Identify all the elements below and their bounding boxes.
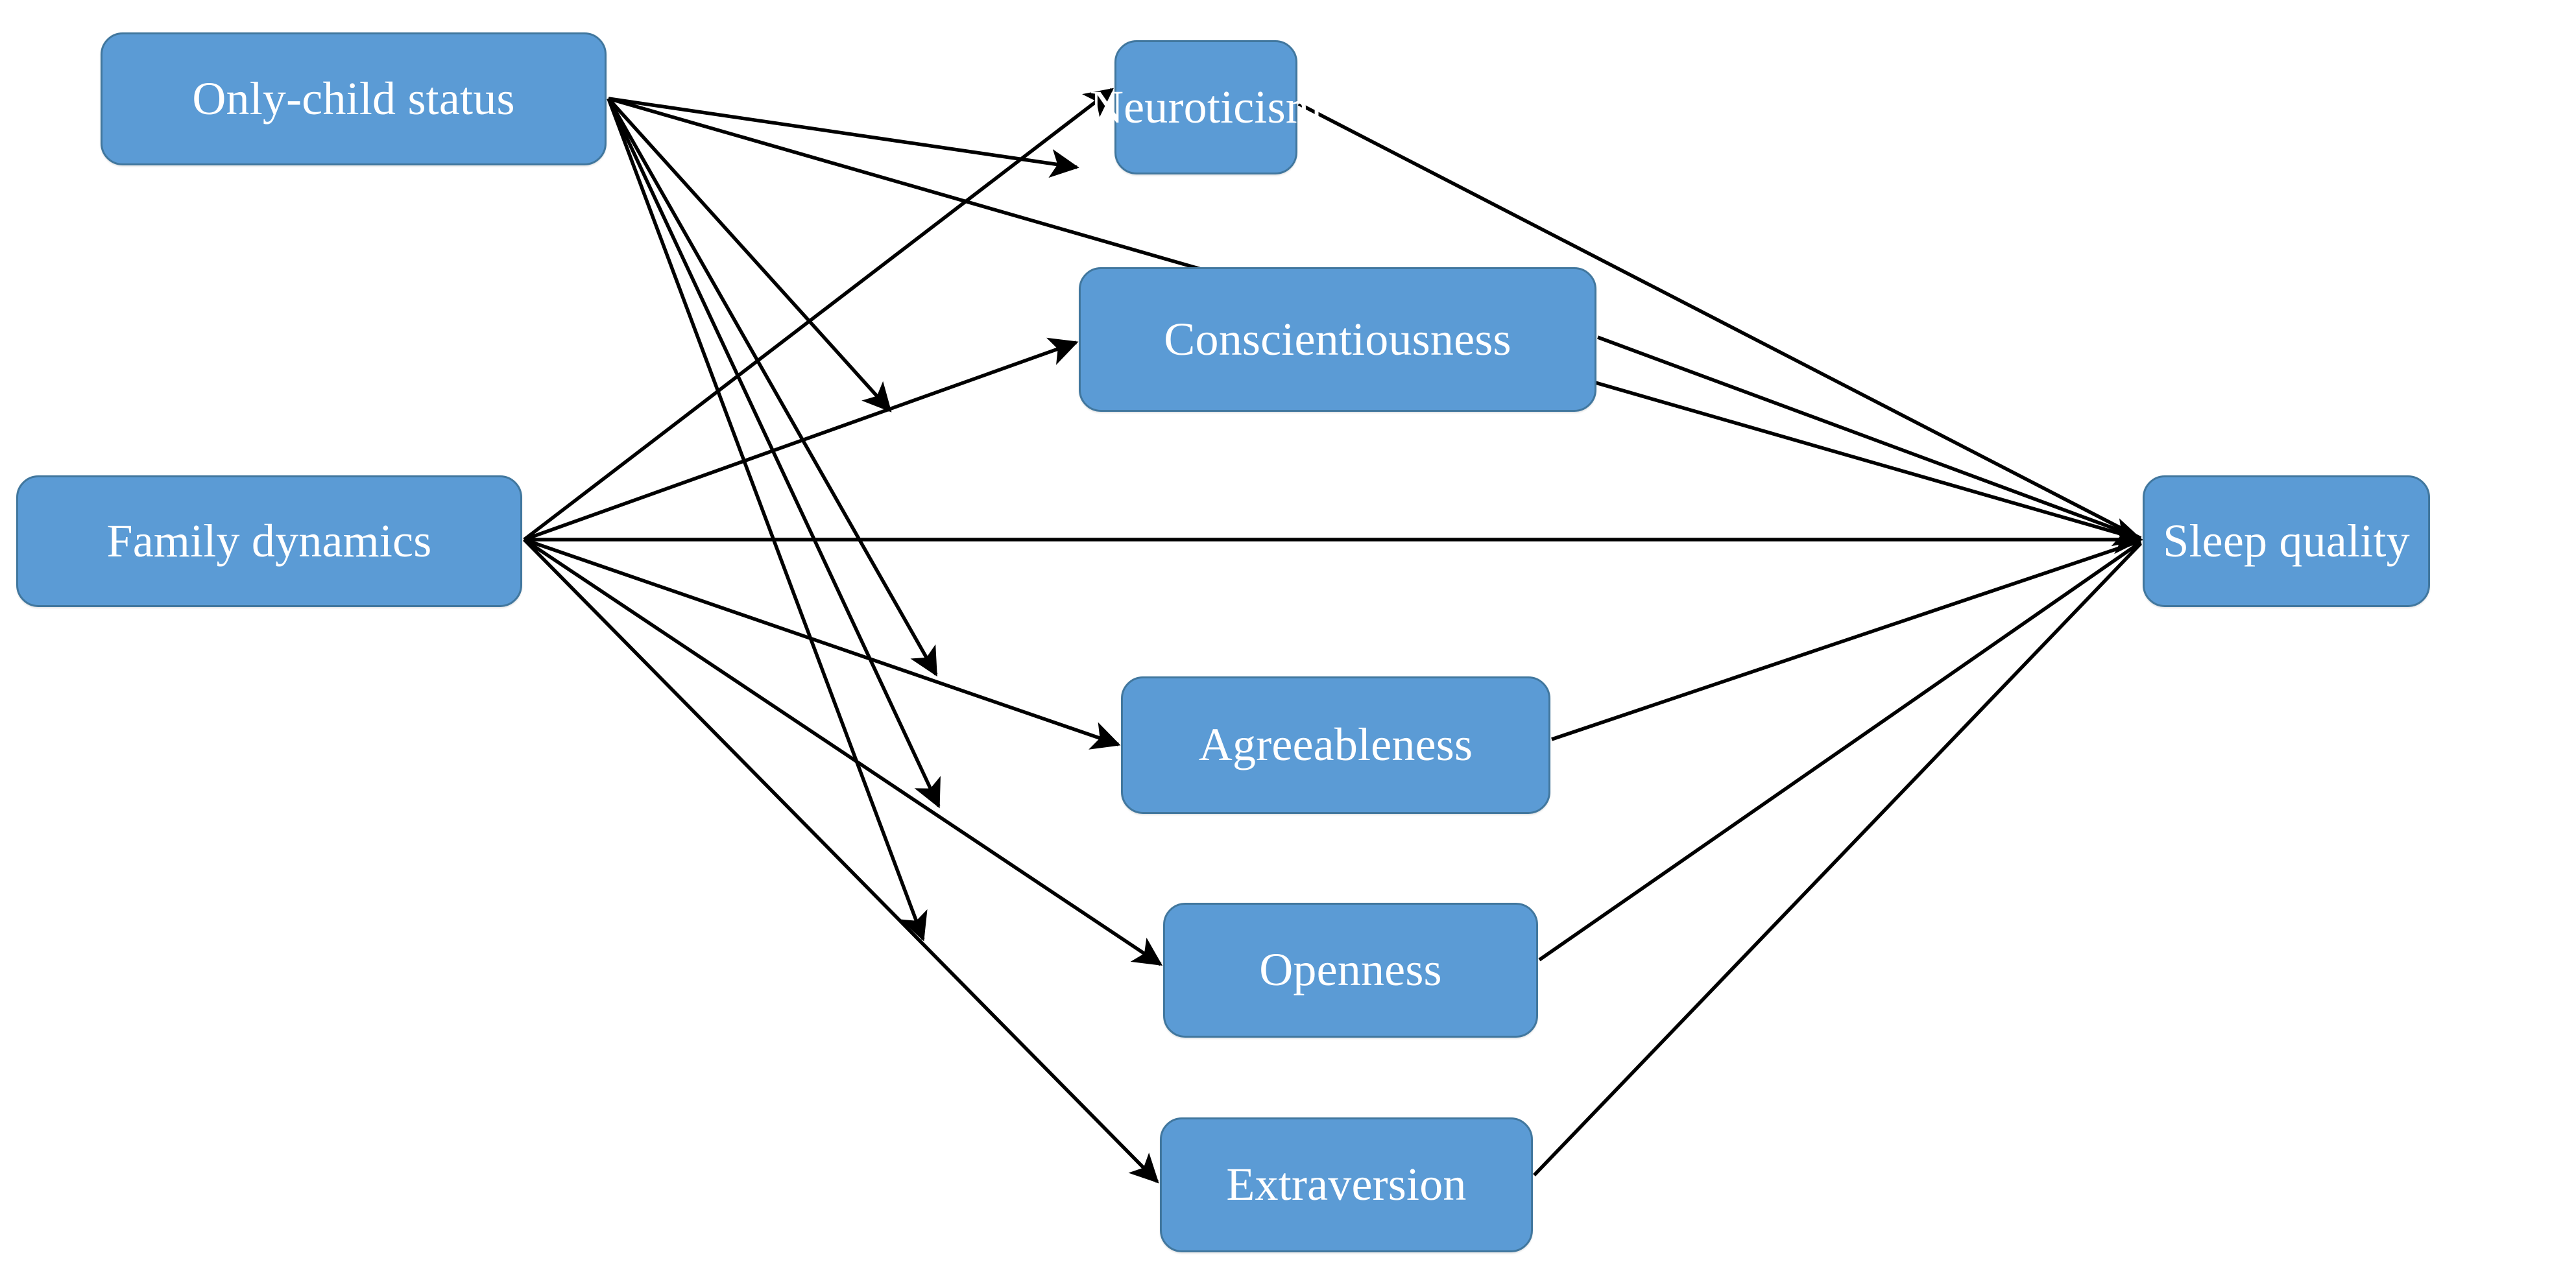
edge-family-dynamics-to-agreeableness: [524, 538, 1121, 750]
edge-only-child-status-to-conscientiousness: [607, 97, 892, 412]
edge-conscientiousness-to-sleep-quality: [1597, 335, 2141, 540]
node-label-sleep-quality: Sleep quality: [2163, 514, 2410, 567]
node-label-neuroticism: Neuroticism: [1089, 80, 1323, 133]
node-label-agreeableness: Agreeableness: [1198, 719, 1473, 771]
edge-only-child-status-to-neuroticism: [608, 97, 1079, 178]
node-neuroticism[interactable]: Neuroticism: [1090, 40, 1322, 174]
edge-agreeableness-to-sleep-quality: [1551, 539, 2141, 741]
node-label-conscientiousness: Conscientiousness: [1164, 313, 1511, 365]
node-label-openness: Openness: [1259, 944, 1442, 996]
node-only-child-status[interactable]: Only-child status: [101, 32, 607, 165]
edge-family-dynamics-to-openness: [523, 538, 1163, 966]
node-conscientiousness[interactable]: Conscientiousness: [1079, 267, 1596, 412]
edge-openness-to-sleep-quality: [1538, 540, 2142, 962]
edge-only-child-status-to-agreeableness: [607, 97, 938, 677]
node-agreeableness[interactable]: Agreeableness: [1121, 676, 1550, 814]
edge-family-dynamics-to-conscientiousness: [524, 337, 1079, 542]
edge-family-dynamics-to-extraversion: [523, 538, 1159, 1184]
node-label-only-child-status: Only-child status: [192, 72, 515, 125]
node-openness[interactable]: Openness: [1163, 903, 1538, 1038]
node-label-family-dynamics: Family dynamics: [106, 514, 432, 567]
node-sleep-quality[interactable]: Sleep quality: [2143, 475, 2430, 607]
node-label-extraversion: Extraversion: [1226, 1158, 1467, 1211]
node-family-dynamics[interactable]: Family dynamics: [16, 475, 522, 607]
node-extraversion[interactable]: Extraversion: [1160, 1117, 1533, 1252]
edge-family-dynamics-to-neuroticism: [523, 88, 1114, 542]
edge-extraversion-to-sleep-quality: [1533, 542, 2142, 1176]
edge-only-child-status-to-extraversion: [607, 98, 928, 942]
edge-neuroticism-to-sleep-quality: [1297, 102, 2142, 540]
